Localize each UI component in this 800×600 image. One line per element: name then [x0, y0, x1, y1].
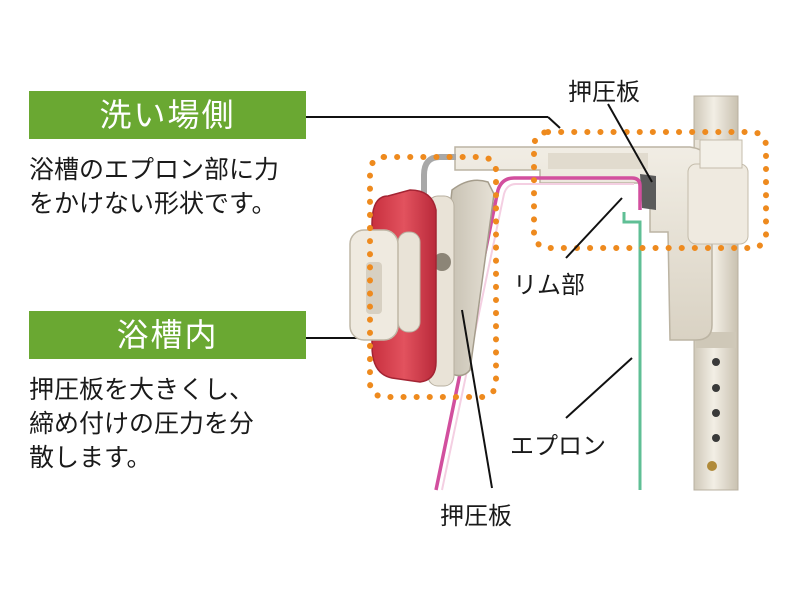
rim-label: リム部 — [513, 271, 585, 299]
pressure-plate-bottom-label: 押圧板 — [440, 502, 512, 530]
tub-inside-title: 浴槽内 — [116, 316, 219, 354]
tub-rim-plate-inner — [441, 183, 634, 491]
tub-inside-description: 押圧板を大きくし、 締め付けの圧力を分 散します。 — [29, 373, 254, 475]
apron-label: エプロン — [510, 432, 606, 460]
tub-inside-desc-line-3: 散します。 — [29, 443, 152, 472]
wash-side-description: 浴槽のエプロン部に力 をかけない形状です。 — [29, 153, 279, 221]
wash-side-leader-diagonal — [547, 116, 561, 129]
pressure-plate-top-leader — [607, 103, 653, 183]
adjustment-hole — [712, 409, 720, 417]
wash-side-highlight — [531, 129, 769, 251]
pressure-plate-bottom-leader — [461, 309, 493, 489]
top-pressure-plate — [640, 174, 656, 210]
adjustment-hole — [712, 358, 720, 366]
tub-rim-plate — [434, 176, 642, 491]
apron-leader — [565, 357, 633, 419]
rim-leader — [565, 197, 623, 259]
adjustment-hole — [712, 384, 720, 392]
pressure-plate-top-label: 押圧板 — [568, 78, 640, 106]
grip-assembly — [349, 189, 455, 387]
apron-line — [622, 212, 642, 490]
clamp-body — [454, 139, 749, 341]
wash-side-label: 洗い場側 — [29, 91, 306, 139]
rail-rod — [421, 154, 456, 210]
tub-inside-desc-line-1: 押圧板を大きくし、 — [29, 375, 255, 404]
adjustment-hole — [712, 434, 720, 442]
tub-inside-label: 浴槽内 — [29, 311, 306, 359]
wash-side-desc-line-2: をかけない形状です。 — [29, 189, 277, 218]
adjustment-pin — [707, 461, 717, 471]
wash-side-desc-line-1: 浴槽のエプロン部に力 — [29, 155, 280, 184]
wash-side-title: 洗い場側 — [99, 96, 236, 134]
tub-inside-desc-line-2: 締め付けの圧力を分 — [29, 409, 255, 438]
